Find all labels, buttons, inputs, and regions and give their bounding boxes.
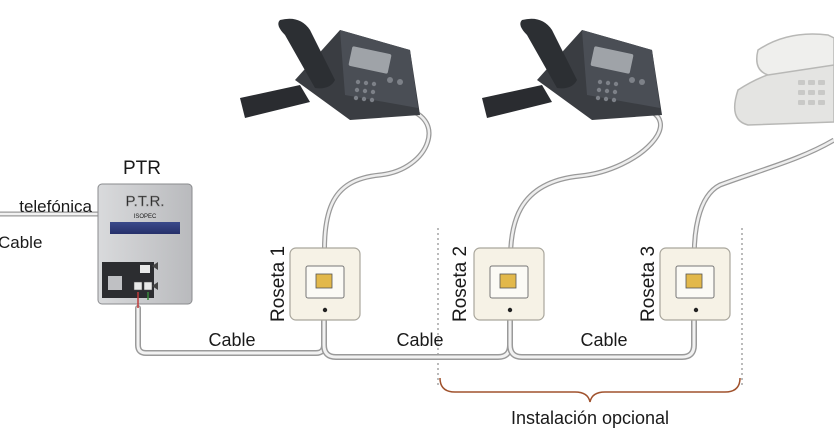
trunk-cables [135,305,697,360]
optional-brace [439,377,741,403]
cable-label-1: Cable [208,330,255,350]
phone-cords [321,105,834,286]
rosette-2-label: Roseta 2 [450,246,471,322]
rosette-3-label: Roseta 3 [638,246,659,322]
ptr-socket-icon [108,276,122,290]
rosette-2-jack-icon [499,273,517,289]
phone-1-icon [240,18,420,120]
rosette-1 [289,247,361,321]
ptr-panel-text: P.T.R. [126,193,165,210]
rosette-1-jack-icon [315,273,333,289]
ptr-title: PTR [123,158,161,179]
rosette-3-jack-icon [685,273,703,289]
optional-install-label: Instalación opcional [511,408,669,428]
cable-label-3: Cable [580,330,627,350]
rosette-3 [659,247,731,321]
line-label: telefónica [19,197,92,216]
rosette-1-label: Roseta 1 [268,246,289,322]
rosette-2 [473,247,545,321]
ptr-panel-sub: ISOPEC [134,214,157,220]
phone-3-icon [733,33,834,126]
cable-label-2: Cable [396,330,443,350]
ptr-box: P.T.R. ISOPEC [97,183,193,308]
incoming-cable-label: Cable [0,233,42,252]
ptr-screen [110,222,180,234]
phone-2-icon [482,18,662,120]
